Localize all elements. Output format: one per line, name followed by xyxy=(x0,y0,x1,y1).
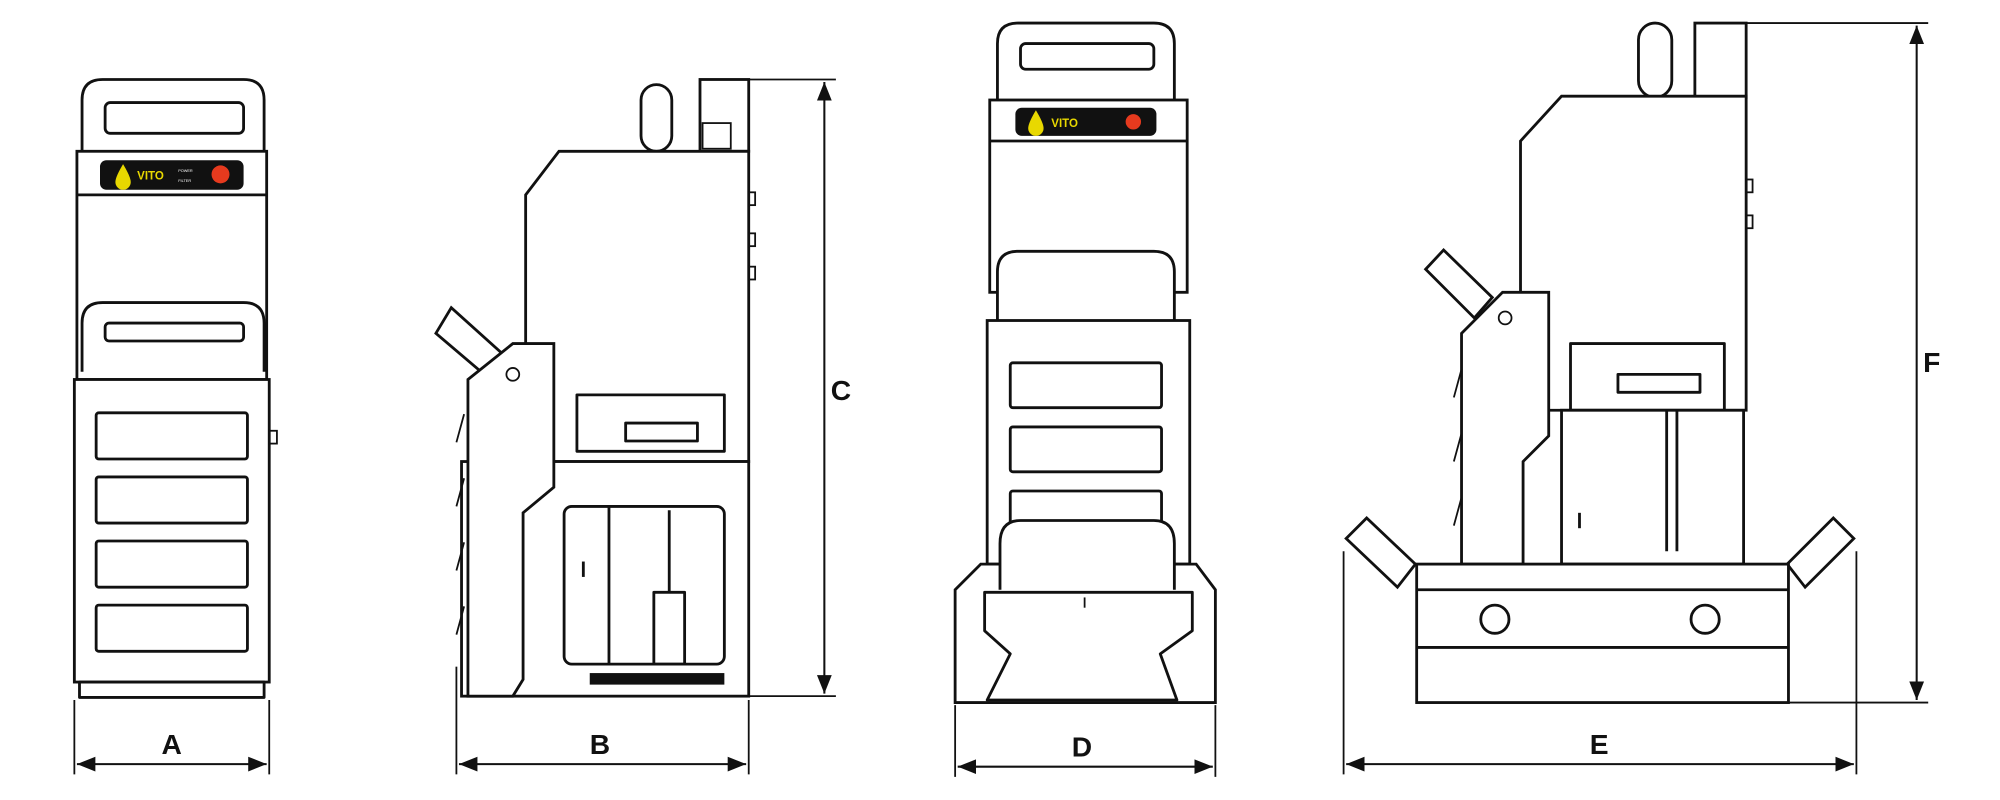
dimension-f-label: F xyxy=(1923,346,1940,378)
dimension-c-label: C xyxy=(831,374,851,406)
machine-front-view: VITO POWER FILTER xyxy=(72,78,278,699)
dimension-d-label: D xyxy=(1072,730,1092,762)
svg-text:FILTER: FILTER xyxy=(178,179,191,183)
svg-text:VITO: VITO xyxy=(1051,118,1078,130)
dimension-a-label: A xyxy=(162,728,182,760)
logo-panel-d: VITO xyxy=(1015,107,1157,136)
dimension-b-label: B xyxy=(590,728,610,760)
start-stop-button xyxy=(211,165,230,184)
machine-front-tray-view: VITO xyxy=(953,21,1217,704)
dimension-lines: A B C D E F xyxy=(73,22,1940,777)
logo-panel: VITO POWER FILTER xyxy=(100,160,244,190)
dimension-e-label: E xyxy=(1590,728,1609,760)
machine-side-view xyxy=(434,78,757,698)
machine-side-tray-view xyxy=(1344,21,1856,704)
svg-text:VITO: VITO xyxy=(137,170,164,182)
svg-text:POWER: POWER xyxy=(178,169,193,173)
